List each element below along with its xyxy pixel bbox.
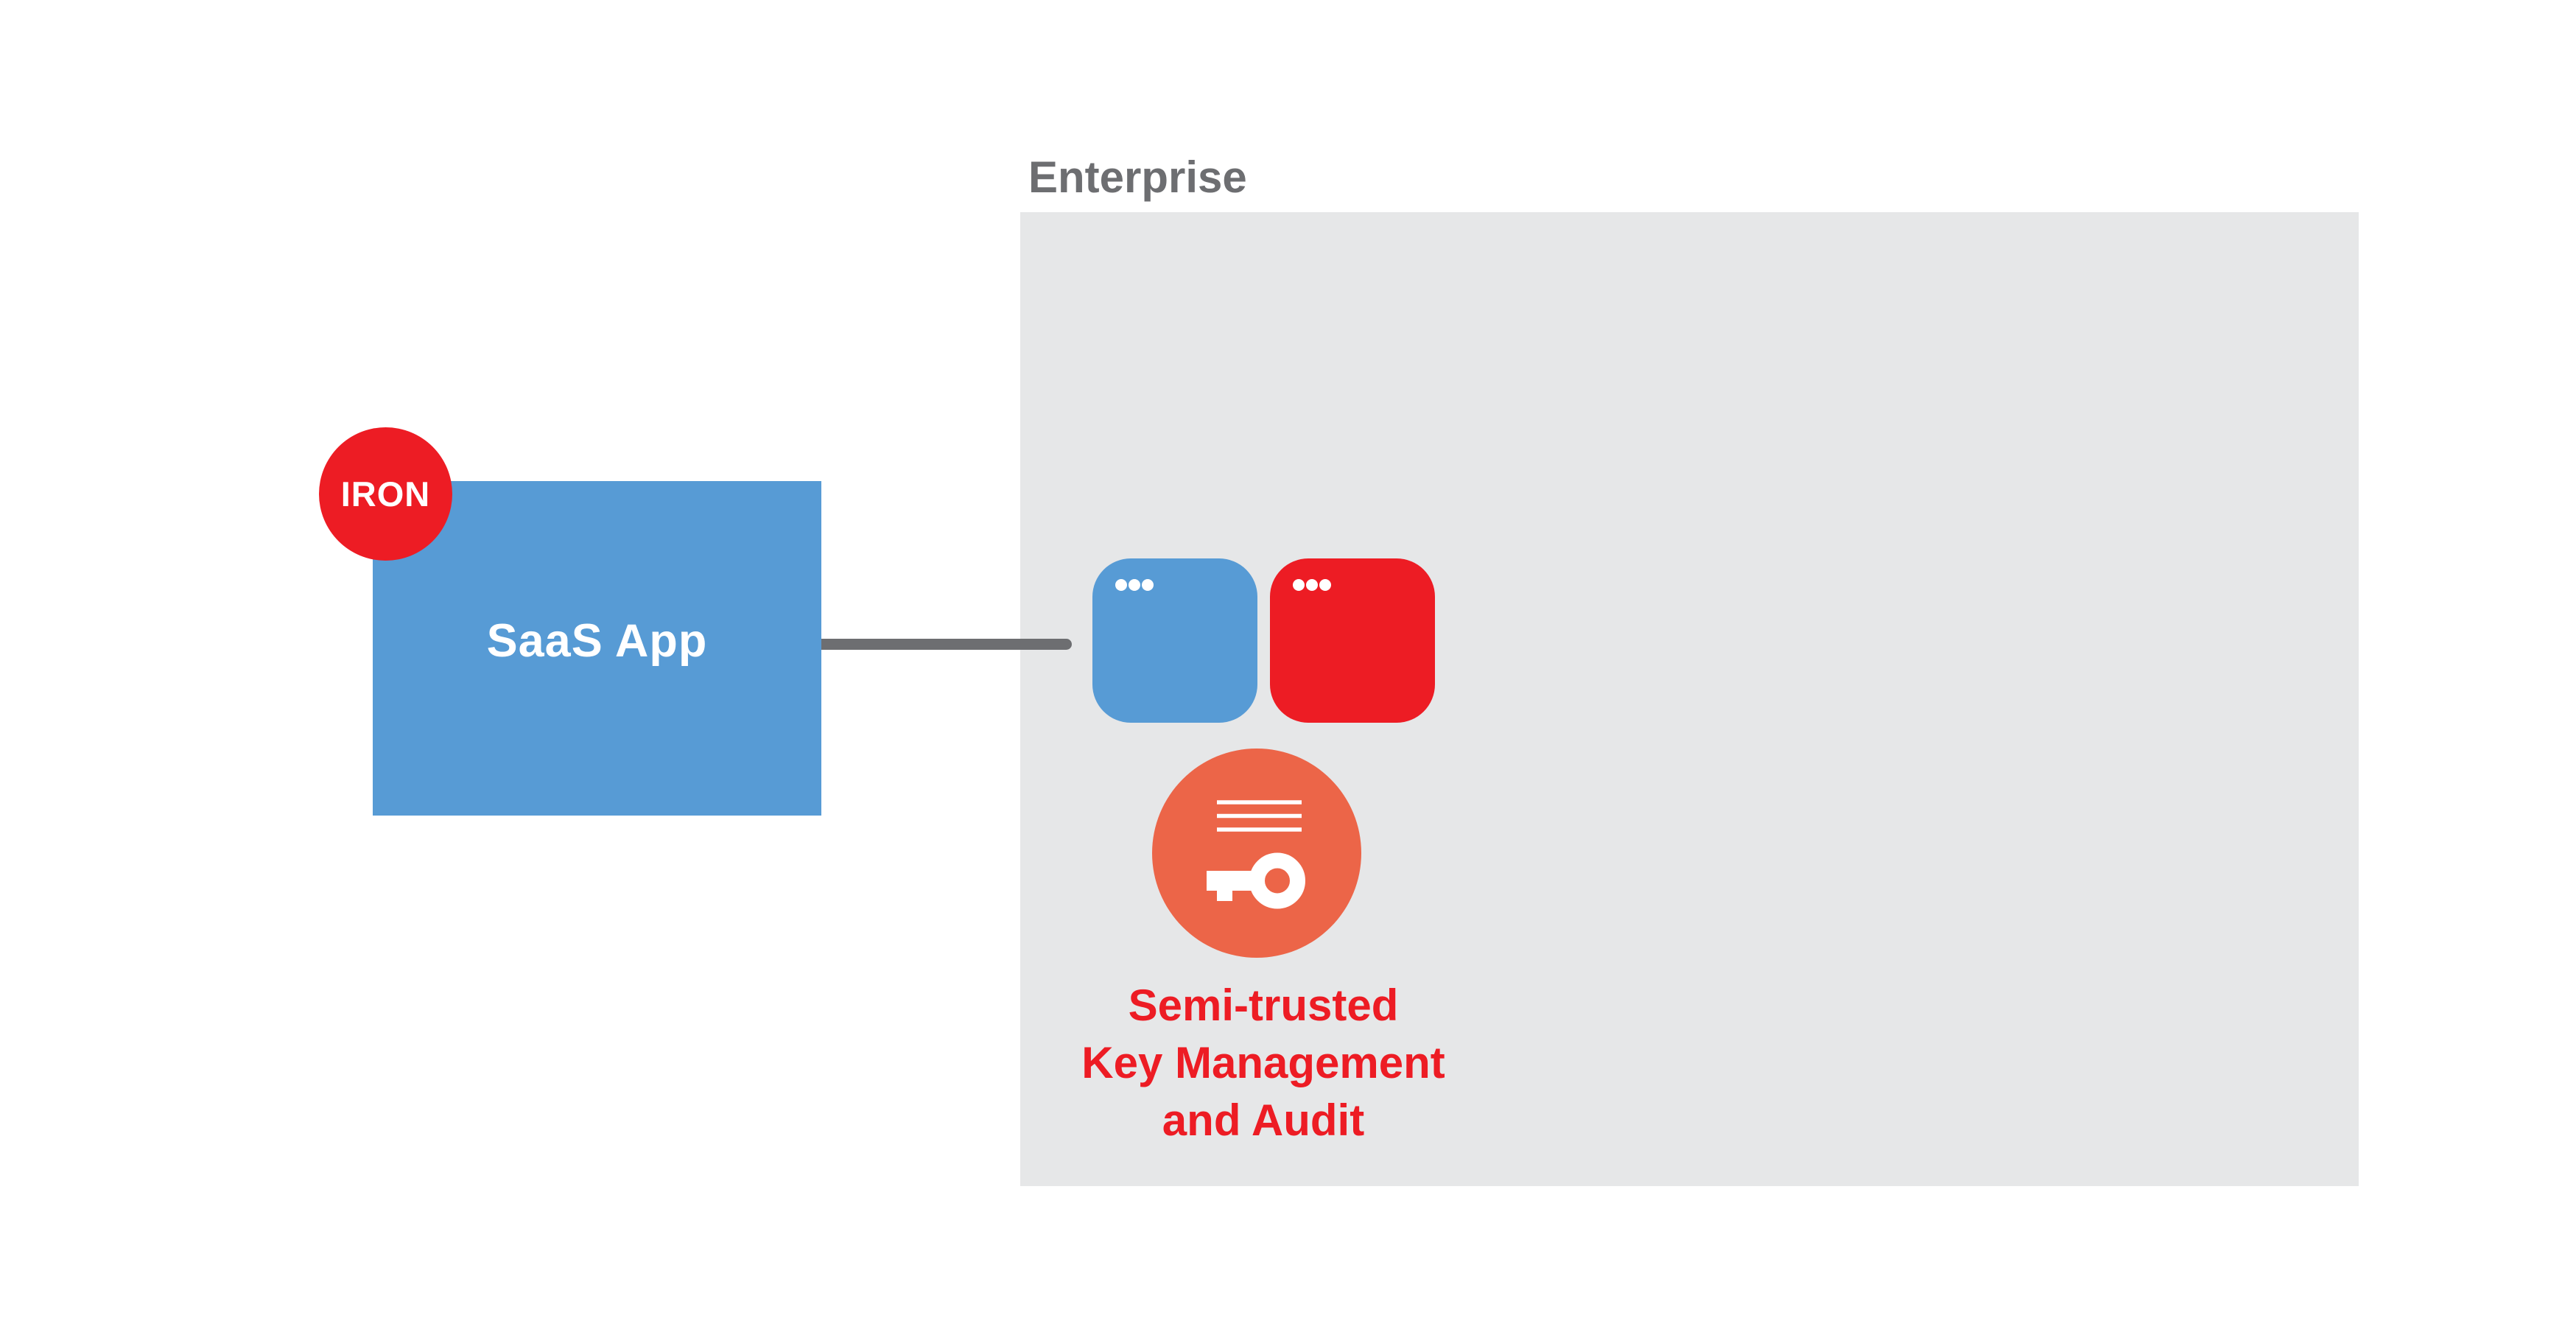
window-dots-icon (1115, 579, 1257, 591)
window-dots-icon (1293, 579, 1435, 591)
saas-app-node: SaaS App (373, 481, 821, 816)
enterprise-zone-label: Enterprise (1028, 153, 1247, 202)
window-dot (1293, 579, 1305, 591)
window-dot (1306, 579, 1318, 591)
kms-label-line: Key Management (1081, 1038, 1445, 1087)
key-management-node (1152, 749, 1361, 958)
app-tile-red (1270, 558, 1435, 723)
connector-line (821, 639, 1072, 650)
saas-app-label: SaaS App (486, 615, 708, 667)
app-tile-blue (1092, 558, 1257, 723)
kms-label-line: Semi-trusted (1128, 981, 1399, 1030)
window-dot (1115, 579, 1127, 591)
iron-badge-label: IRON (340, 474, 431, 513)
window-dot (1142, 579, 1154, 591)
kms-label: Semi-trusted Key Management and Audit (1079, 977, 1447, 1149)
key-audit-icon (1207, 800, 1305, 909)
window-dot (1129, 579, 1140, 591)
iron-badge: IRON (319, 427, 452, 561)
window-dot (1319, 579, 1331, 591)
kms-label-line: and Audit (1162, 1096, 1365, 1145)
